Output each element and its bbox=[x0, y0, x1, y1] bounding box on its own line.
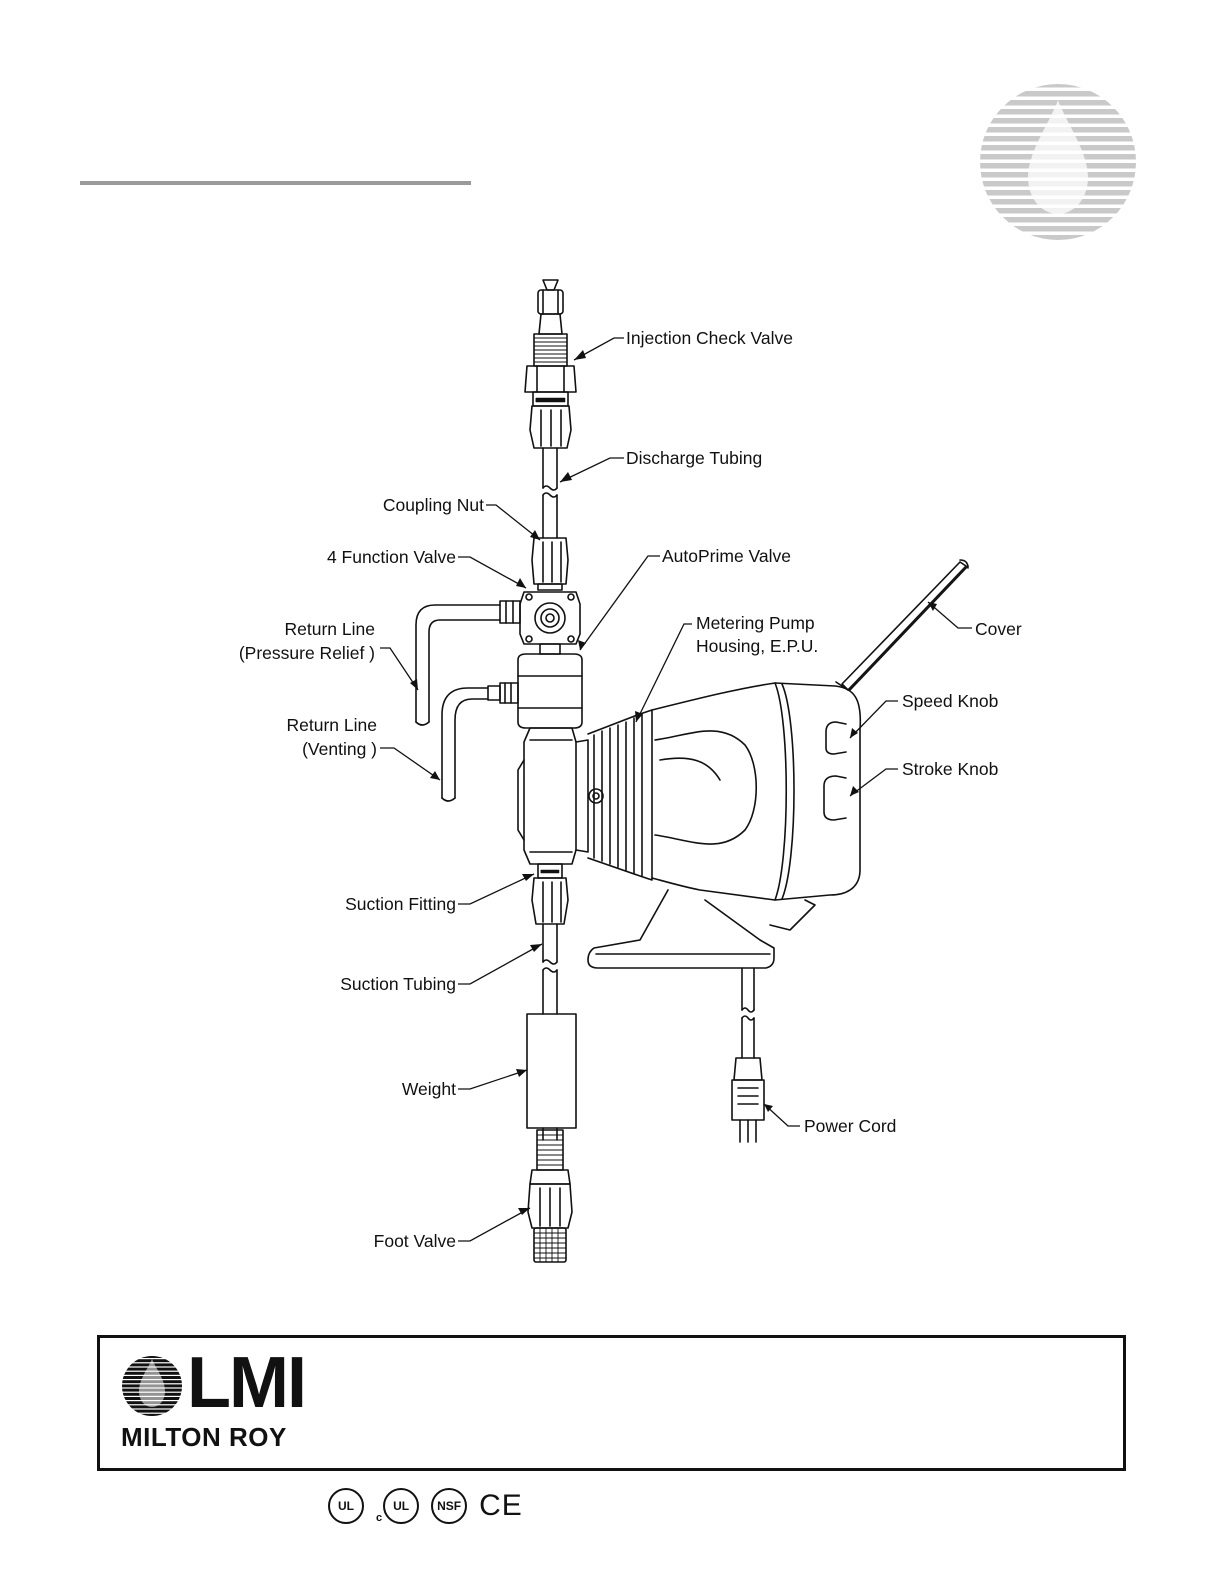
suction-fitting-drawing bbox=[532, 864, 568, 924]
label-discharge-tubing: Discharge Tubing bbox=[626, 448, 762, 468]
coupling-nut-drawing bbox=[532, 538, 568, 590]
label-return-line-venting-line2: (Venting ) bbox=[302, 739, 377, 759]
label-4-function-valve: 4 Function Valve bbox=[327, 547, 456, 567]
lmi-milton-roy-logo: LMI MILTON ROY bbox=[121, 1355, 326, 1455]
cul-mark-icon: UL bbox=[383, 1488, 419, 1524]
ce-mark-icon: CE bbox=[479, 1491, 523, 1521]
certification-marks: UL c UL NSF CE bbox=[328, 1485, 523, 1527]
label-cover: Cover bbox=[975, 619, 1022, 639]
label-return-line-relief-line2: (Pressure Relief ) bbox=[239, 643, 375, 663]
label-return-line-venting-line1: Return Line bbox=[287, 715, 377, 735]
nsf-mark-icon: NSF bbox=[431, 1488, 467, 1524]
label-suction-tubing: Suction Tubing bbox=[340, 974, 456, 994]
label-metering-pump-line2: Housing, E.P.U. bbox=[696, 636, 818, 656]
label-weight: Weight bbox=[402, 1079, 456, 1099]
four-function-valve-drawing bbox=[500, 592, 580, 654]
discharge-tubing-drawing bbox=[543, 448, 557, 538]
label-power-cord: Power Cord bbox=[804, 1116, 896, 1136]
label-stroke-knob: Stroke Knob bbox=[902, 759, 998, 779]
pump-head-drawing bbox=[518, 728, 588, 864]
injection-check-valve-drawing bbox=[525, 280, 576, 448]
leader-lines bbox=[380, 338, 972, 1241]
return-line-venting-drawing bbox=[442, 688, 488, 801]
lmi-globe-icon bbox=[121, 1355, 183, 1417]
leader-arrowheads bbox=[410, 350, 937, 1215]
label-foot-valve: Foot Valve bbox=[374, 1231, 456, 1251]
label-injection-check-valve: Injection Check Valve bbox=[626, 328, 793, 348]
cul-prefix: c bbox=[376, 1512, 382, 1524]
label-metering-pump-line1: Metering Pump bbox=[696, 613, 815, 633]
label-autoprime-valve: AutoPrime Valve bbox=[662, 546, 791, 566]
metering-pump-fins-drawing bbox=[588, 710, 652, 880]
label-return-line-relief-line1: Return Line bbox=[285, 619, 375, 639]
autoprime-valve-drawing bbox=[488, 654, 582, 728]
cover-drawing bbox=[836, 560, 968, 690]
foot-valve-drawing bbox=[528, 1128, 572, 1262]
suction-tubing-drawing bbox=[543, 924, 557, 1014]
housing-epu-drawing bbox=[588, 683, 860, 968]
label-speed-knob: Speed Knob bbox=[902, 691, 998, 711]
ul-mark-icon: UL bbox=[328, 1488, 364, 1524]
power-cord-drawing bbox=[732, 968, 764, 1142]
label-coupling-nut: Coupling Nut bbox=[383, 495, 484, 515]
weight-drawing bbox=[527, 1014, 576, 1128]
label-suction-fitting: Suction Fitting bbox=[345, 894, 456, 914]
brand-subtitle: MILTON ROY bbox=[121, 1424, 287, 1450]
cul-mark: c UL bbox=[376, 1488, 419, 1524]
brand-name: LMI bbox=[187, 1347, 305, 1419]
